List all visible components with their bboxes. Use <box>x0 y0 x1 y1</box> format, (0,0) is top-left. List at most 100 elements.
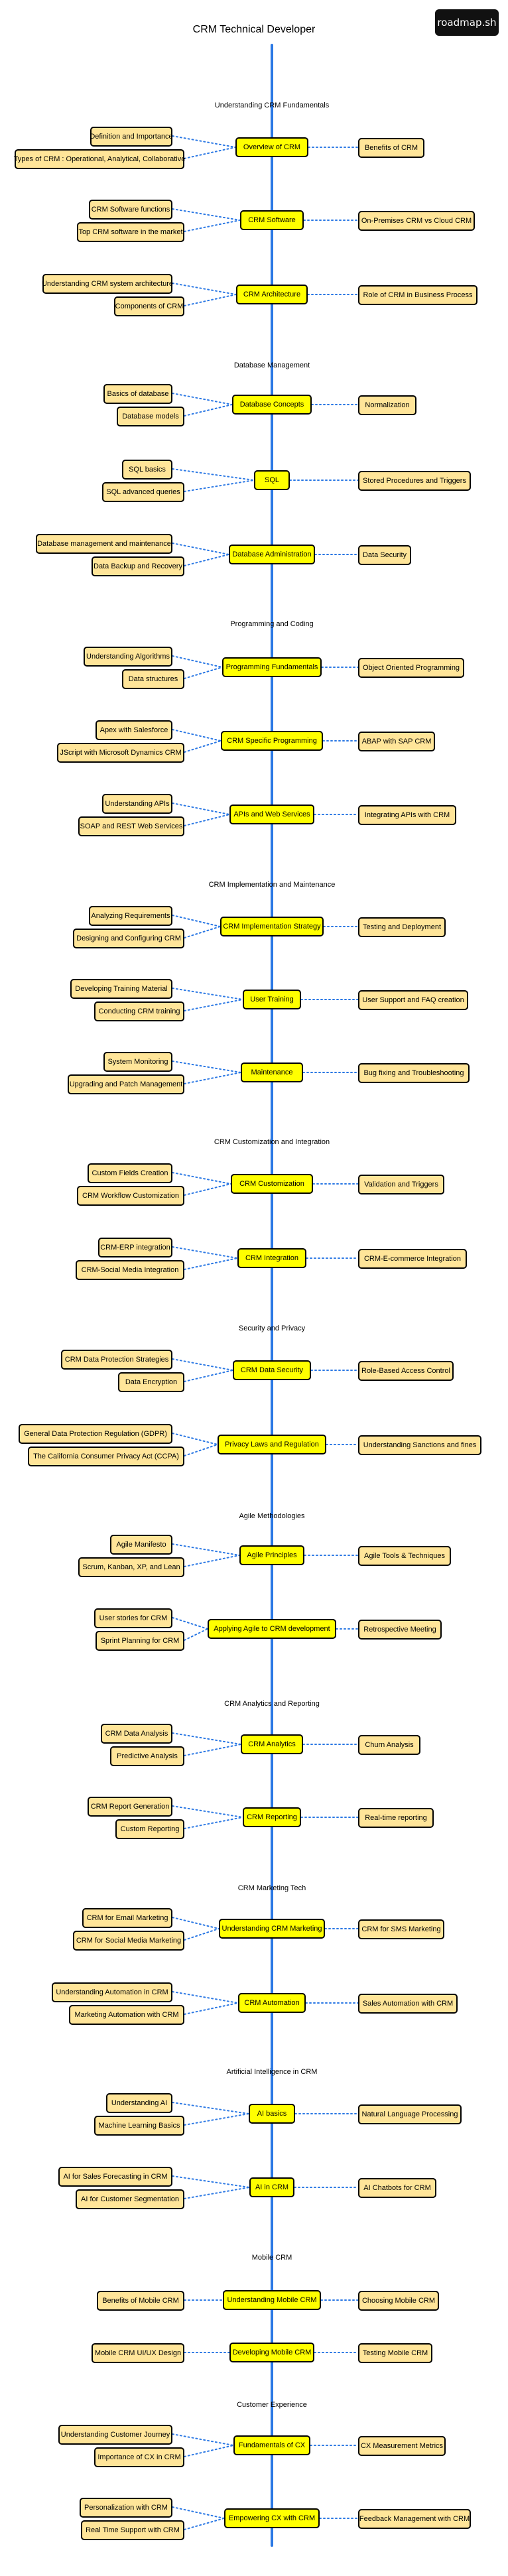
topic-ai-in-crm[interactable]: AI in CRM <box>249 2177 294 2197</box>
topic-crm-customization[interactable]: CRM Customization <box>231 1174 313 1194</box>
subtopic-crm-erp-integration[interactable]: CRM-ERP integration <box>98 1238 172 1257</box>
subtopic-role-of-crm-in-business-process[interactable]: Role of CRM in Business Process <box>358 285 477 305</box>
subtopic-object-oriented-programming[interactable]: Object Oriented Programming <box>358 658 464 678</box>
subtopic-data-backup-and-recovery[interactable]: Data Backup and Recovery <box>92 556 184 576</box>
topic-user-training[interactable]: User Training <box>243 990 301 1009</box>
subtopic-system-monitoring[interactable]: System Monitoring <box>103 1052 172 1072</box>
subtopic-real-time-reporting[interactable]: Real-time reporting <box>358 1808 434 1828</box>
subtopic-jscript-with-microsoft-dynamics-crm[interactable]: JScript with Microsoft Dynamics CRM <box>57 743 184 763</box>
subtopic-feedback-management-with-crm[interactable]: Feedback Management with CRM <box>358 2509 471 2529</box>
topic-crm-automation[interactable]: CRM Automation <box>238 1993 306 2013</box>
subtopic-sql-basics[interactable]: SQL basics <box>122 460 172 480</box>
subtopic-benefits-of-mobile-crm[interactable]: Benefits of Mobile CRM <box>97 2291 184 2311</box>
subtopic-crm-report-generation[interactable]: CRM Report Generation <box>88 1797 172 1817</box>
topic-apis-and-web-services[interactable]: APIs and Web Services <box>229 805 314 824</box>
subtopic-crm-for-email-marketing[interactable]: CRM for Email Marketing <box>82 1908 172 1928</box>
subtopic-mobile-crm-ui-ux-design[interactable]: Mobile CRM UI/UX Design <box>92 2343 184 2363</box>
subtopic-crm-for-social-media-marketing[interactable]: CRM for Social Media Marketing <box>73 1931 184 1951</box>
topic-understanding-crm-marketing[interactable]: Understanding CRM Marketing <box>219 1919 325 1939</box>
topic-agile-principles[interactable]: Agile Principles <box>239 1545 304 1565</box>
topic-developing-mobile-crm[interactable]: Developing Mobile CRM <box>229 2343 314 2362</box>
subtopic-upgrading-and-patch-management[interactable]: Upgrading and Patch Management <box>68 1074 184 1094</box>
subtopic-understanding-algorithms[interactable]: Understanding Algorithms <box>84 647 172 667</box>
subtopic-understanding-apis[interactable]: Understanding APIs <box>102 794 172 814</box>
subtopic-agile-manifesto[interactable]: Agile Manifesto <box>110 1535 172 1555</box>
subtopic-ai-chatbots-for-crm[interactable]: AI Chatbots for CRM <box>358 2178 436 2198</box>
subtopic-validation-and-triggers[interactable]: Validation and Triggers <box>358 1175 444 1194</box>
subtopic-crm-e-commerce-integration[interactable]: CRM-E-commerce Integration <box>358 1249 467 1269</box>
topic-crm-software[interactable]: CRM Software <box>240 210 304 230</box>
subtopic-personalization-with-crm[interactable]: Personalization with CRM <box>80 2498 172 2518</box>
subtopic-crm-workflow-customization[interactable]: CRM Workflow Customization <box>77 1186 184 1206</box>
topic-sql[interactable]: SQL <box>254 470 290 490</box>
subtopic-natural-language-processing[interactable]: Natural Language Processing <box>358 2104 462 2124</box>
subtopic-scrum-kanban-xp-and-lean[interactable]: Scrum, Kanban, XP, and Lean <box>78 1557 184 1577</box>
subtopic-stored-procedures-and-triggers[interactable]: Stored Procedures and Triggers <box>358 471 471 491</box>
topic-database-administration[interactable]: Database Administration <box>229 545 315 564</box>
topic-crm-analytics[interactable]: CRM Analytics <box>241 1734 303 1754</box>
subtopic-role-based-access-control[interactable]: Role-Based Access Control <box>358 1361 454 1381</box>
topic-crm-integration[interactable]: CRM Integration <box>237 1248 306 1268</box>
subtopic-integrating-apis-with-crm[interactable]: Integrating APIs with CRM <box>358 805 456 825</box>
subtopic-apex-with-salesforce[interactable]: Apex with Salesforce <box>95 720 172 740</box>
topic-crm-architecture[interactable]: CRM Architecture <box>236 285 308 304</box>
topic-crm-implementation-strategy[interactable]: CRM Implementation Strategy <box>220 917 324 936</box>
subtopic-abap-with-sap-crm[interactable]: ABAP with SAP CRM <box>358 732 435 751</box>
subtopic-understanding-ai[interactable]: Understanding AI <box>106 2093 172 2113</box>
subtopic-testing-and-deployment[interactable]: Testing and Deployment <box>358 917 446 937</box>
subtopic-understanding-automation-in-crm[interactable]: Understanding Automation in CRM <box>52 1982 172 2002</box>
topic-crm-reporting[interactable]: CRM Reporting <box>243 1807 301 1827</box>
subtopic-basics-of-database[interactable]: Basics of database <box>103 384 172 404</box>
subtopic-crm-for-sms-marketing[interactable]: CRM for SMS Marketing <box>358 1919 444 1939</box>
subtopic-designing-and-configuring-crm[interactable]: Designing and Configuring CRM <box>73 929 184 948</box>
subtopic-definition-and-importance[interactable]: Definition and Importance <box>90 127 173 147</box>
subtopic-understanding-customer-journey[interactable]: Understanding Customer Journey <box>58 2425 172 2445</box>
topic-maintenance[interactable]: Maintenance <box>241 1063 303 1082</box>
subtopic-sales-automation-with-crm[interactable]: Sales Automation with CRM <box>358 1994 458 2014</box>
subtopic-components-of-crm[interactable]: Components of CRM <box>114 296 184 316</box>
subtopic-top-crm-software-in-the-market[interactable]: Top CRM software in the market <box>77 222 184 242</box>
subtopic-predictive-analysis[interactable]: Predictive Analysis <box>110 1746 184 1766</box>
subtopic-ai-for-customer-segmentation[interactable]: AI for Customer Segmentation <box>76 2189 184 2209</box>
subtopic-importance-of-cx-in-crm[interactable]: Importance of CX in CRM <box>94 2447 184 2467</box>
subtopic-choosing-mobile-crm[interactable]: Choosing Mobile CRM <box>358 2291 439 2311</box>
subtopic-custom-fields-creation[interactable]: Custom Fields Creation <box>88 1163 172 1183</box>
topic-database-concepts[interactable]: Database Concepts <box>232 395 312 415</box>
roadmap-logo[interactable]: roadmap.sh <box>435 9 499 36</box>
topic-fundamentals-of-cx[interactable]: Fundamentals of CX <box>233 2435 310 2455</box>
topic-understanding-mobile-crm[interactable]: Understanding Mobile CRM <box>223 2290 321 2310</box>
subtopic-soap-and-rest-web-services[interactable]: SOAP and REST Web Services <box>78 816 184 836</box>
subtopic-data-structures[interactable]: Data structures <box>122 669 184 689</box>
subtopic-developing-training-material[interactable]: Developing Training Material <box>70 979 172 999</box>
subtopic-on-premises-crm-vs-cloud-crm[interactable]: On-Premises CRM vs Cloud CRM <box>358 211 475 231</box>
subtopic-data-security[interactable]: Data Security <box>358 545 411 565</box>
topic-empowering-cx-with-crm[interactable]: Empowering CX with CRM <box>224 2508 320 2528</box>
subtopic-bug-fixing-and-troubleshooting[interactable]: Bug fixing and Troubleshooting <box>358 1063 470 1083</box>
subtopic-crm-data-analysis[interactable]: CRM Data Analysis <box>101 1724 172 1744</box>
topic-privacy-laws-and-regulation[interactable]: Privacy Laws and Regulation <box>218 1435 326 1454</box>
subtopic-ai-for-sales-forecasting-in-crm[interactable]: AI for Sales Forecasting in CRM <box>58 2167 172 2187</box>
subtopic-crm-data-protection-strategies[interactable]: CRM Data Protection Strategies <box>61 1350 172 1370</box>
subtopic-user-stories-for-crm[interactable]: User stories for CRM <box>94 1608 172 1628</box>
subtopic-data-encryption[interactable]: Data Encryption <box>118 1372 184 1392</box>
subtopic-the-california-consumer-privacy-act-ccpa[interactable]: The California Consumer Privacy Act (CCP… <box>28 1447 184 1466</box>
subtopic-general-data-protection-regulation-gdpr[interactable]: General Data Protection Regulation (GDPR… <box>19 1424 172 1444</box>
subtopic-custom-reporting[interactable]: Custom Reporting <box>115 1819 184 1839</box>
subtopic-understanding-sanctions-and-fines[interactable]: Understanding Sanctions and fines <box>358 1435 481 1455</box>
subtopic-cx-measurement-metrics[interactable]: CX Measurement Metrics <box>358 2436 446 2456</box>
subtopic-sql-advanced-queries[interactable]: SQL advanced queries <box>102 482 184 502</box>
topic-crm-data-security[interactable]: CRM Data Security <box>233 1360 311 1380</box>
subtopic-crm-social-media-integration[interactable]: CRM-Social Media Integration <box>76 1260 184 1280</box>
subtopic-crm-software-functions[interactable]: CRM Software functions <box>89 200 172 220</box>
topic-ai-basics[interactable]: AI basics <box>249 2104 295 2124</box>
topic-crm-specific-programming[interactable]: CRM Specific Programming <box>221 731 323 751</box>
subtopic-agile-tools-techniques[interactable]: Agile Tools & Techniques <box>358 1546 451 1566</box>
subtopic-analyzing-requirements[interactable]: Analyzing Requirements <box>89 906 172 926</box>
topic-applying-agile-to-crm-development[interactable]: Applying Agile to CRM development <box>208 1619 336 1639</box>
subtopic-retrospective-meeting[interactable]: Retrospective Meeting <box>358 1620 442 1640</box>
subtopic-benefits-of-crm[interactable]: Benefits of CRM <box>358 138 424 158</box>
subtopic-conducting-crm-training[interactable]: Conducting CRM training <box>94 1001 184 1021</box>
subtopic-database-models[interactable]: Database models <box>117 407 184 426</box>
subtopic-normalization[interactable]: Normalization <box>358 395 416 415</box>
subtopic-marketing-automation-with-crm[interactable]: Marketing Automation with CRM <box>69 2005 184 2025</box>
